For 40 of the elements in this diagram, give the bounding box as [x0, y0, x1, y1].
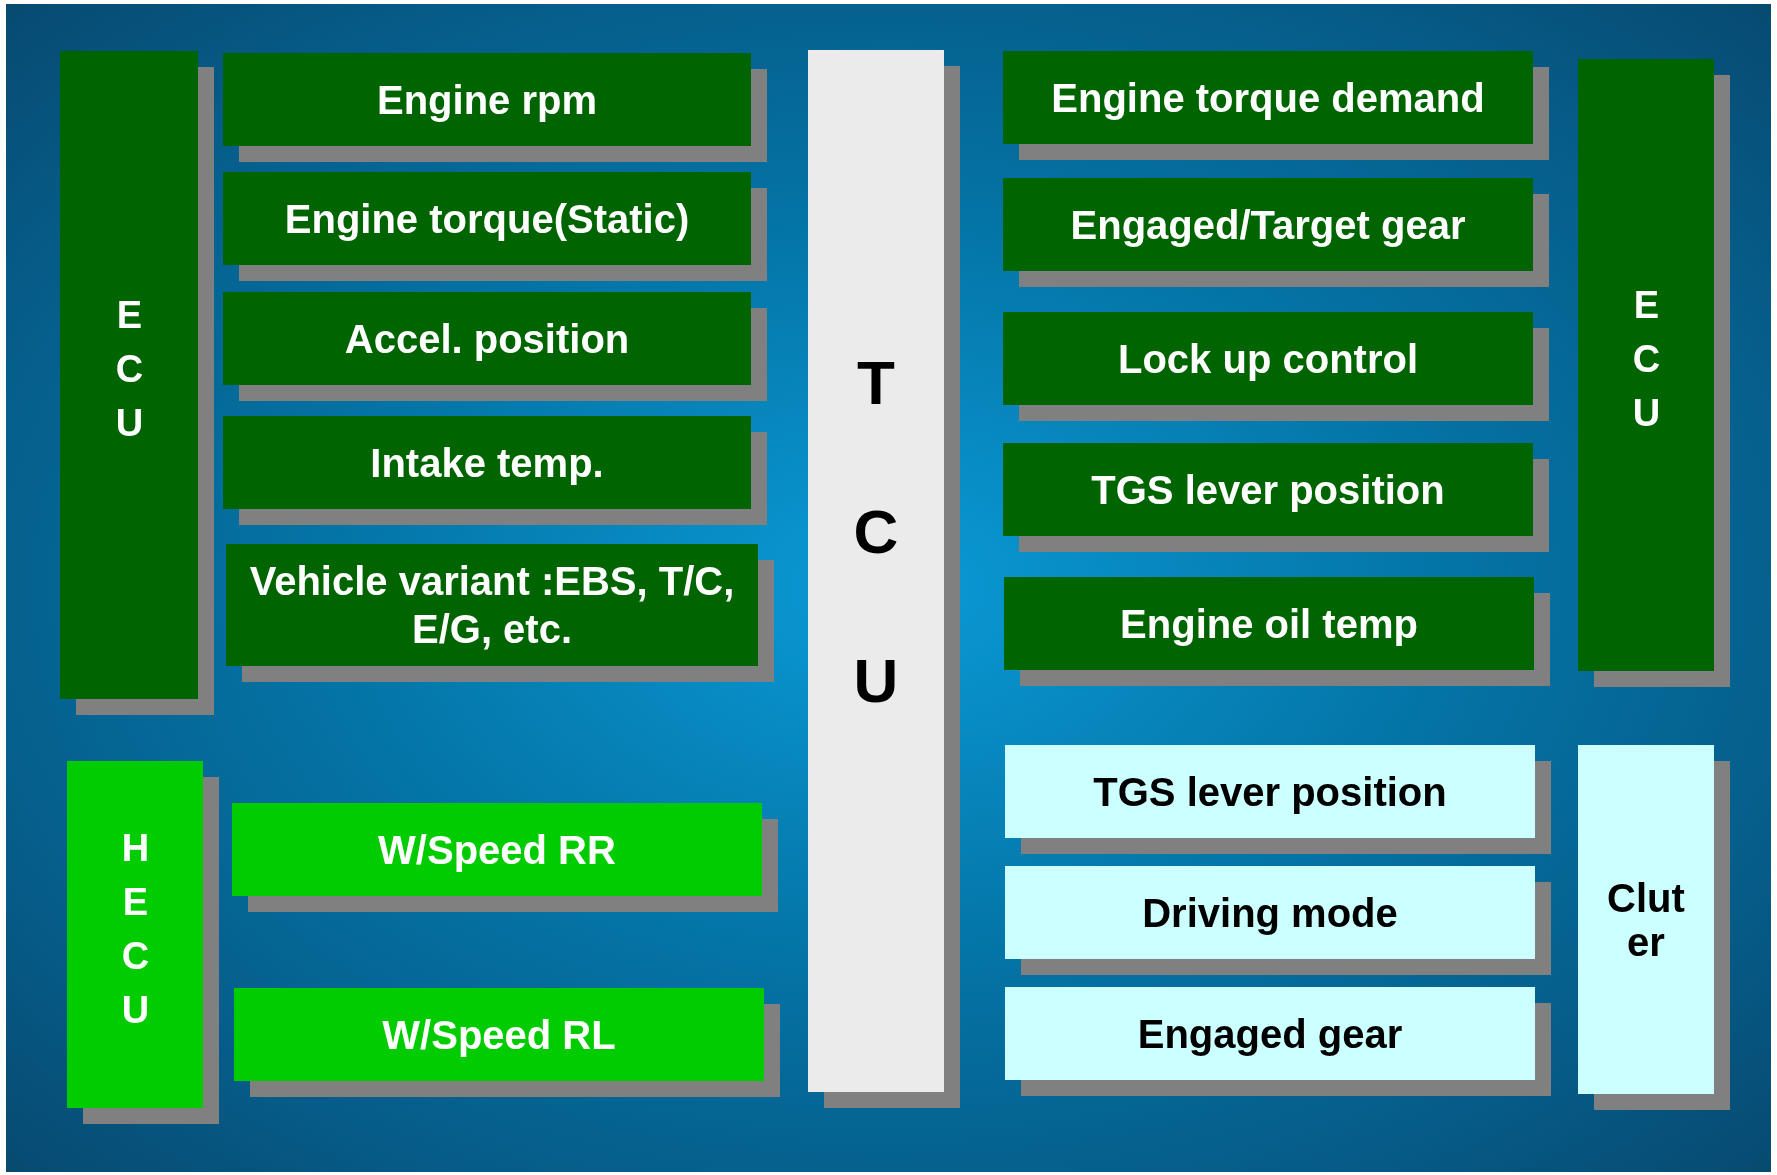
signal-box: [1005, 987, 1535, 1080]
signal-label: Engaged/Target gear: [1069, 201, 1467, 249]
signal-box: [1003, 443, 1533, 536]
signal-box: [1005, 866, 1535, 959]
unit-name: ECU: [107, 294, 151, 456]
signal-box: [1004, 577, 1534, 670]
signal-box: [1003, 178, 1533, 271]
signal-box: [223, 416, 751, 509]
signal-label: TGS lever position: [1092, 768, 1448, 816]
signal-box: [1003, 312, 1533, 405]
signal-box: [1005, 745, 1535, 838]
signal-label: Engine rpm: [376, 76, 598, 124]
signal-label: Engine torque demand: [1050, 74, 1486, 122]
signal-label: W/Speed RL: [381, 1011, 617, 1059]
signal-label: Intake temp.: [369, 439, 605, 487]
signal-label: Lock up control: [1117, 335, 1419, 383]
signal-label: Vehicle variant :EBS, T/C, E/G, etc.: [248, 558, 736, 653]
signal-box: [1003, 51, 1533, 144]
signal-label: Engine oil temp: [1119, 600, 1419, 648]
signal-box: [223, 292, 751, 385]
signal-label: Driving mode: [1141, 889, 1399, 937]
unit-block: [1578, 59, 1714, 671]
unit-block: [1578, 745, 1714, 1094]
unit-name: HECU: [113, 826, 157, 1043]
unit-block: [808, 50, 944, 1092]
signal-box: [223, 53, 751, 146]
signal-label: TGS lever position: [1090, 466, 1446, 514]
unit-name: Cluter: [1606, 875, 1686, 964]
unit-name: TCU: [840, 347, 912, 795]
signal-label: W/Speed RR: [377, 826, 617, 874]
signal-label: Accel. position: [343, 315, 631, 363]
signal-label: Engine torque(Static): [283, 195, 691, 243]
signal-box: [234, 988, 764, 1081]
signal-box: [232, 803, 762, 896]
unit-block: [60, 51, 198, 699]
signal-box: [226, 544, 758, 666]
unit-name: ECU: [1624, 284, 1668, 446]
unit-block: [67, 761, 203, 1108]
signal-box: [223, 172, 751, 265]
signal-label: Engaged gear: [1136, 1010, 1404, 1058]
